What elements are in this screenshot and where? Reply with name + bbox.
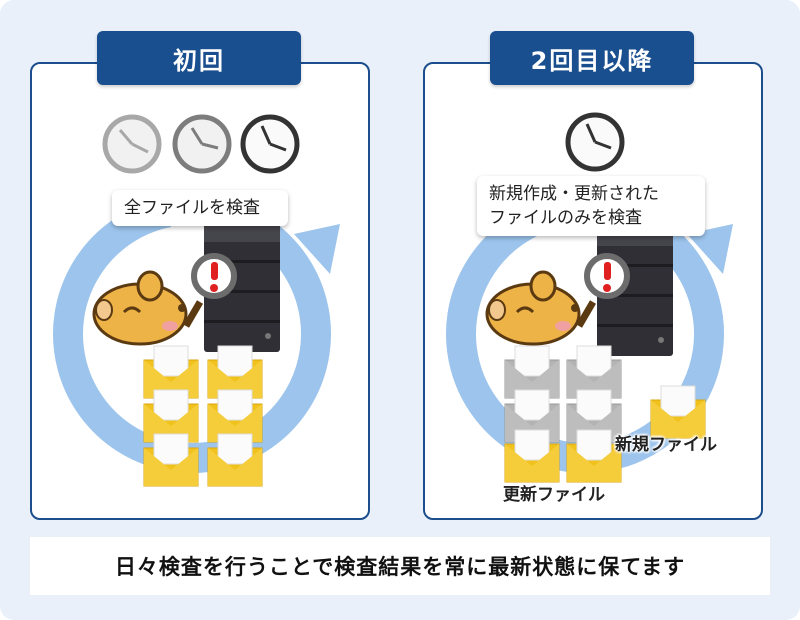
clock-icon-faded xyxy=(102,114,162,174)
bubble-text-line: 新規作成・更新された xyxy=(489,184,659,204)
envelope-icon-yellow xyxy=(566,429,622,483)
clock-icon xyxy=(240,114,300,174)
file-envelope-icons xyxy=(504,345,706,483)
magnifier-alert-icon xyxy=(575,253,630,328)
bubble-text-line: ファイルのみを検査 xyxy=(489,208,642,228)
envelope-icon-yellow xyxy=(504,429,560,483)
speech-bubble: 新規作成・更新された ファイルのみを検査 xyxy=(477,176,705,236)
clock-icon-mid xyxy=(172,114,232,174)
caption-text: 日々検査を行うことで検査結果を常に最新状態に保てます xyxy=(30,537,770,595)
envelope-icon-yellow-new xyxy=(650,385,706,439)
mouse-mascot-icon xyxy=(92,270,188,346)
clock-icon xyxy=(565,112,625,172)
mouse-mascot-icon xyxy=(485,270,581,346)
speech-bubble: 全ファイルを検査 xyxy=(112,190,288,226)
new-file-label: 新規ファイル xyxy=(615,435,717,455)
envelope-icon-gray xyxy=(566,345,622,399)
envelope-icon-yellow xyxy=(207,433,263,487)
first-time-panel: 全ファイルを検査 xyxy=(30,62,370,520)
updated-file-label: 更新ファイル xyxy=(503,485,605,505)
envelope-icon-yellow xyxy=(143,345,199,399)
subsequent-tab: 2回目以降 xyxy=(490,31,694,85)
envelope-icon-yellow xyxy=(143,433,199,487)
envelope-icon-yellow xyxy=(143,389,199,443)
first-time-tab: 初回 xyxy=(97,31,301,85)
file-envelope-icons xyxy=(143,345,263,487)
magnifier-alert-icon xyxy=(182,253,237,328)
subsequent-panel: 新規作成・更新された ファイルのみを検査 更新ファイル 新規ファイル xyxy=(423,62,763,520)
bubble-text-line: 全ファイルを検査 xyxy=(124,198,260,218)
